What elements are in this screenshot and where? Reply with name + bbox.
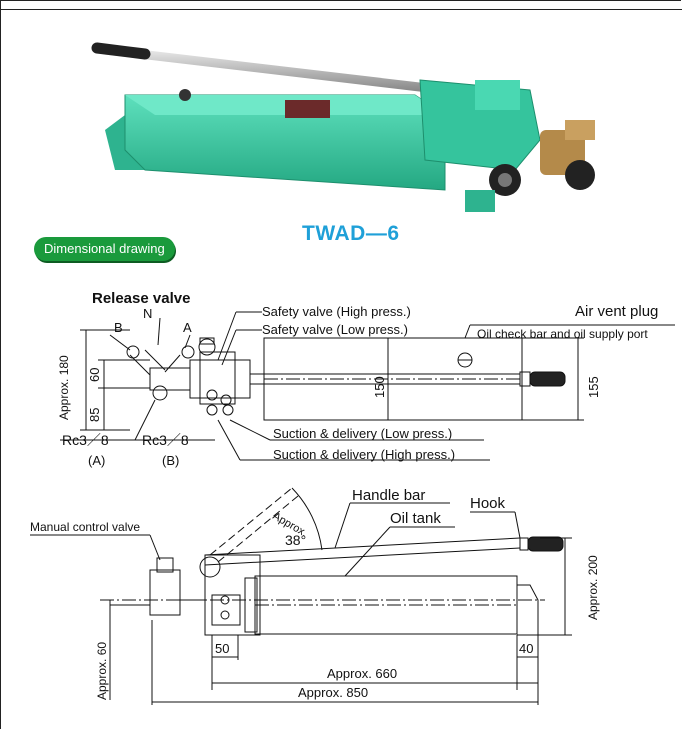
- model-name: TWAD—6: [302, 222, 400, 245]
- dim-approx-200: Approx. 200: [586, 555, 600, 620]
- dim-150: 150: [372, 376, 387, 398]
- air-vent-label: Air vent plug: [575, 303, 658, 320]
- dim-85: 85: [87, 408, 102, 422]
- dim-40: 40: [519, 641, 533, 656]
- port-n-label: N: [143, 306, 152, 321]
- paren-a-label: (A): [88, 453, 105, 468]
- top-rule: [0, 9, 682, 10]
- section-badge: Dimensional drawing: [34, 237, 175, 261]
- paren-b-label: (B): [162, 453, 179, 468]
- dim-50: 50: [215, 641, 229, 656]
- port-b-label: B: [114, 320, 123, 335]
- port-a-label: A: [183, 320, 192, 335]
- dim-approx-60: Approx. 60: [95, 642, 109, 700]
- dim-approx-180: Approx. 180: [57, 355, 71, 420]
- rc-a-label: Rc3／8: [62, 432, 109, 448]
- dim-155: 155: [586, 376, 601, 398]
- release-valve-label: Release valve: [92, 290, 190, 307]
- dim-approx-850: Approx. 850: [298, 685, 368, 700]
- oil-check-label: Oil check bar and oil supply port: [477, 327, 648, 341]
- oil-tank-label: Oil tank: [390, 510, 441, 527]
- product-photo: [91, 42, 595, 212]
- safety-low-label: Safety valve (Low press.): [262, 322, 408, 337]
- safety-high-label: Safety valve (High press.): [262, 304, 411, 319]
- dim-approx-660: Approx. 660: [327, 666, 397, 681]
- manual-valve-label: Manual control valve: [30, 520, 140, 534]
- suction-low-label: Suction & delivery (Low press.): [273, 426, 452, 441]
- dim-60: 60: [87, 368, 102, 382]
- rc-b-label: Rc3／8: [142, 432, 189, 448]
- hook-label: Hook: [470, 495, 506, 512]
- handle-bar-label: Handle bar: [352, 487, 425, 504]
- angle-38-label: 38°: [285, 532, 306, 548]
- suction-high-label: Suction & delivery (High press.): [273, 447, 455, 462]
